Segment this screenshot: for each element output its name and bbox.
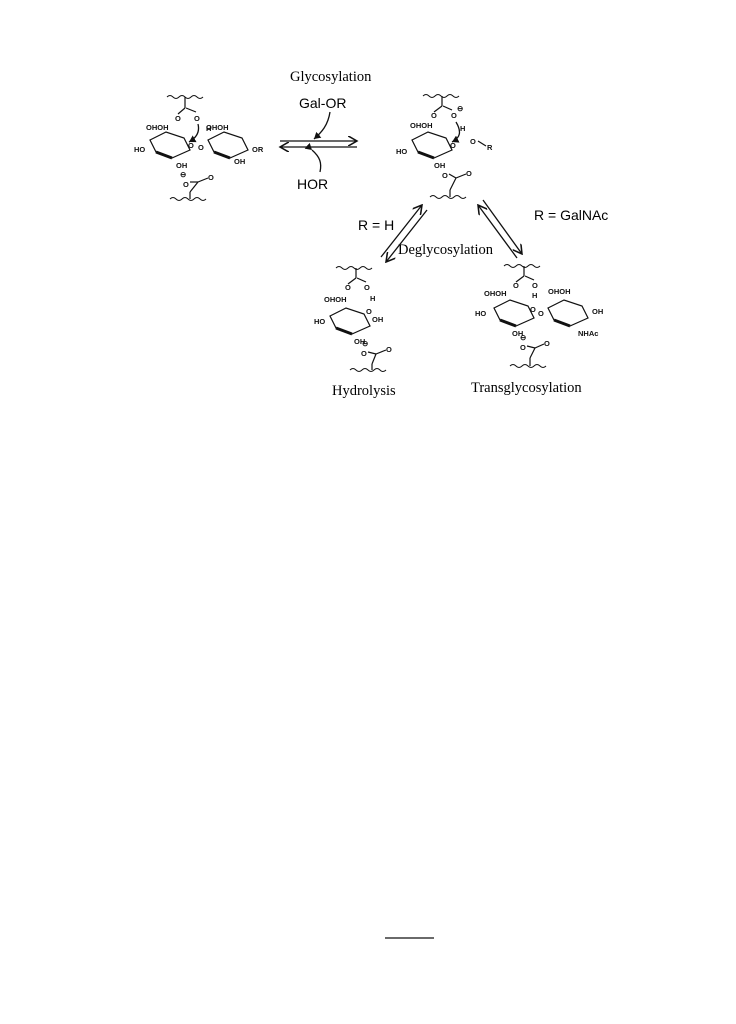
- svg-text:O: O: [386, 345, 392, 354]
- svg-text:OHOH: OHOH: [410, 121, 433, 130]
- equilibrium-arrow-glycosylation: [280, 111, 357, 173]
- svg-text:OH: OH: [176, 161, 187, 170]
- svg-text:OH: OH: [434, 161, 445, 170]
- svg-text:O: O: [450, 141, 456, 150]
- svg-text:OHOH: OHOH: [206, 123, 229, 132]
- svg-text:OHOH: OHOH: [484, 289, 507, 298]
- hydrolysis-label: Hydrolysis: [332, 383, 396, 399]
- svg-text:OH: OH: [592, 307, 603, 316]
- svg-text:HO: HO: [314, 317, 325, 326]
- svg-text:O: O: [366, 307, 372, 316]
- equilibrium-arrow-hydrolysis: [380, 205, 428, 262]
- svg-text:OH: OH: [234, 157, 245, 166]
- svg-text:O: O: [188, 141, 194, 150]
- deglycosylation-label: Deglycosylation: [398, 242, 494, 258]
- hydrolysis-product: O O H OHOH HO OH OH O ⊖ O O: [314, 266, 392, 372]
- svg-text:⊖: ⊖: [520, 333, 527, 342]
- svg-text:NHAc: NHAc: [578, 329, 598, 338]
- svg-text:OH: OH: [512, 329, 523, 338]
- svg-text:O: O: [361, 349, 367, 358]
- svg-text:O: O: [513, 281, 519, 290]
- svg-text:O: O: [198, 143, 204, 152]
- svg-text:O: O: [194, 114, 200, 123]
- svg-text:O: O: [470, 137, 476, 146]
- r-equals-h-label: R = H: [358, 217, 394, 233]
- hor-label: HOR: [297, 176, 328, 192]
- svg-text:O: O: [345, 283, 351, 292]
- svg-text:HO: HO: [475, 309, 486, 318]
- svg-text:O: O: [451, 111, 457, 120]
- transglycosylation-product: O O H OHOH HO OH O O OHOH OH NHAc ⊖ O O: [475, 264, 603, 368]
- svg-text:O: O: [364, 283, 370, 292]
- svg-text:R: R: [487, 143, 493, 152]
- svg-text:OR: OR: [252, 145, 264, 154]
- svg-text:O: O: [532, 281, 538, 290]
- svg-text:HO: HO: [396, 147, 407, 156]
- svg-text:O: O: [175, 114, 181, 123]
- svg-text:⊖: ⊖: [362, 339, 369, 348]
- svg-text:O: O: [544, 339, 550, 348]
- svg-text:O: O: [442, 171, 448, 180]
- svg-text:O: O: [183, 180, 189, 189]
- svg-text:O: O: [538, 309, 544, 318]
- substrate-enzyme-complex: O O H OHOH HO OH O O OHOH OH OR ⊖ O O: [134, 95, 264, 201]
- svg-text:OHOH: OHOH: [548, 287, 571, 296]
- svg-text:H: H: [206, 124, 211, 133]
- svg-text:O: O: [208, 173, 214, 182]
- glycosylation-label: Glycosylation: [290, 69, 372, 85]
- svg-text:O: O: [466, 169, 472, 178]
- svg-text:H: H: [532, 291, 537, 300]
- svg-text:O: O: [520, 343, 526, 352]
- svg-text:OHOH: OHOH: [146, 123, 169, 132]
- svg-text:⊖: ⊖: [180, 170, 187, 179]
- svg-text:OHOH: OHOH: [324, 295, 347, 304]
- svg-text:H: H: [460, 124, 465, 133]
- gal-or-label: Gal-OR: [299, 95, 346, 111]
- svg-text:HO: HO: [134, 145, 145, 154]
- svg-text:OH: OH: [354, 337, 365, 346]
- covalent-intermediate: O O ⊖ H O R OHOH HO OH O O O: [396, 94, 493, 199]
- transglycosylation-label: Transglycosylation: [471, 380, 582, 396]
- svg-text:OH: OH: [372, 315, 383, 324]
- svg-text:H: H: [370, 294, 375, 303]
- svg-text:⊖: ⊖: [457, 104, 464, 113]
- svg-text:O: O: [530, 305, 536, 314]
- svg-text:O: O: [431, 111, 437, 120]
- equilibrium-arrow-transglycosylation: [478, 199, 522, 259]
- r-equals-galnac-label: R = GalNAc: [534, 207, 608, 223]
